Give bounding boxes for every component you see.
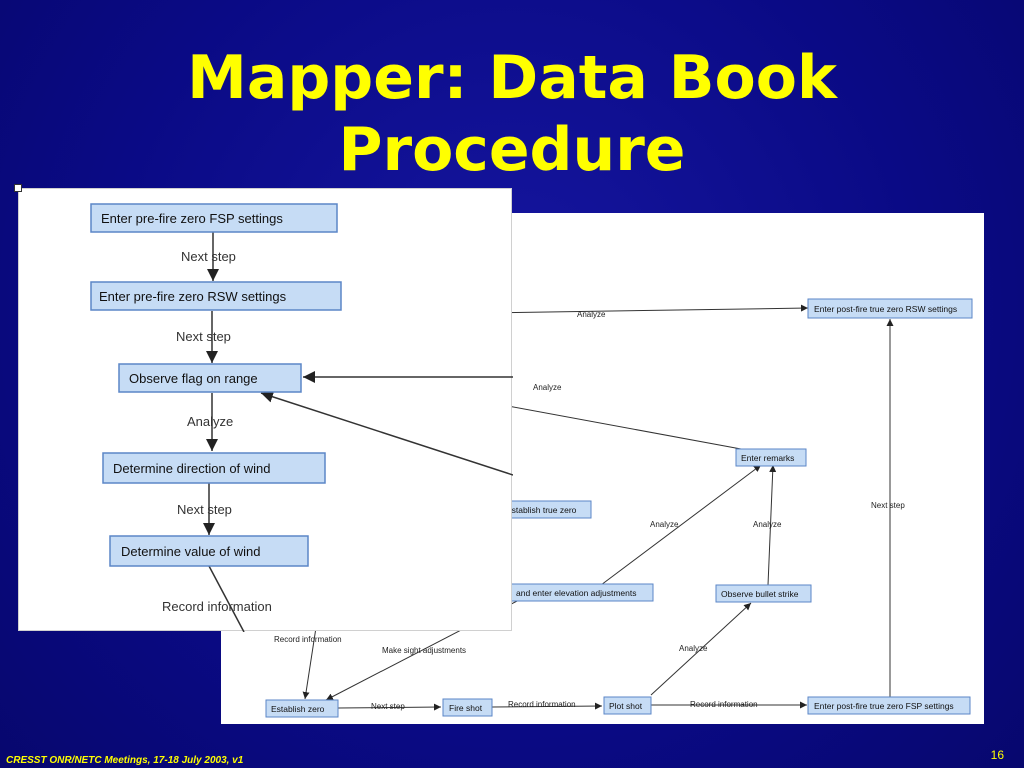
node-label: Determine value of wind xyxy=(121,544,260,559)
selection-handle xyxy=(14,184,22,192)
node-pre-fire-fsp: Enter pre-fire zero FSP settings xyxy=(90,203,338,233)
edge-label-analyze: Analyze xyxy=(577,310,606,319)
node-label: and enter elevation adjustments xyxy=(516,588,637,598)
node-label: Fire shot xyxy=(449,703,483,713)
node-observe-flag: Observe flag on range xyxy=(118,363,302,393)
edge-label-analyze: Analyze xyxy=(650,520,679,529)
edge-zero-to-fire xyxy=(337,703,442,711)
edge-label-analyze: Analyze xyxy=(679,644,708,653)
node-label: Plot shot xyxy=(609,701,643,711)
back-edge-labels: Analyze Analyze Analyze Analyze Next ste… xyxy=(274,310,905,711)
edge-elevation-to-remarks xyxy=(600,464,762,586)
node-label: Enter pre-fire zero FSP settings xyxy=(101,211,283,226)
node-post-fire-rsw: Enter post-fire true zero RSW settings xyxy=(807,298,973,319)
node-label: Determine direction of wind xyxy=(113,461,271,476)
node-post-fire-fsp: Enter post-fire true zero FSP settings xyxy=(807,696,971,715)
node-label: Enter post-fire true zero FSP settings xyxy=(814,701,954,711)
node-elevation-adjustments: and enter elevation adjustments xyxy=(510,583,654,602)
slide-page-number: 16 xyxy=(990,748,1004,762)
front-diagram-panel: Next step Next step Analyze Next step Re… xyxy=(18,188,514,633)
node-label: Establish zero xyxy=(271,704,325,714)
edge-label-analyze: Analyze xyxy=(753,520,782,529)
edge-label-next-step: Next step xyxy=(177,502,232,517)
node-label: Observe flag on range xyxy=(129,371,258,386)
slide-footer: CRESST ONR/NETC Meetings, 17-18 July 200… xyxy=(6,755,244,766)
edge-label-record-information: Record information xyxy=(690,700,758,709)
edge-label-analyze: Analyze xyxy=(533,383,562,392)
edge-plot-to-bullet xyxy=(650,602,752,696)
node-label: Observe bullet strike xyxy=(721,589,799,599)
slide-title: Mapper: Data Book Procedure xyxy=(0,42,1024,186)
node-label: Establish true zero xyxy=(506,505,577,515)
edge-label-next-step: Next step xyxy=(176,329,231,344)
node-pre-fire-rsw: Enter pre-fire zero RSW settings xyxy=(90,281,342,311)
edge-bullet-to-remarks xyxy=(767,464,777,586)
edge-label-make-sight-adjustments: Make sight adjustments xyxy=(382,646,466,655)
edge-label-record-information: Record information xyxy=(508,700,576,709)
edge-into-flag-diagonal xyxy=(260,391,514,476)
edge-label-record-information: Record information xyxy=(162,599,272,614)
node-direction-of-wind: Determine direction of wind xyxy=(102,452,326,484)
edge-label-next-step: Next step xyxy=(181,249,236,264)
slide-title-line-1: Mapper: Data Book xyxy=(187,43,837,113)
edge-label-next-step: Next step xyxy=(871,501,905,510)
edge-fire-to-plot xyxy=(491,702,603,710)
node-label: Enter remarks xyxy=(741,453,794,463)
slide-title-line-2: Procedure xyxy=(338,115,686,185)
node-fire-shot: Fire shot xyxy=(442,698,493,717)
front-edge-labels: Next step Next step Analyze Next step Re… xyxy=(162,249,272,614)
node-observe-bullet-strike: Observe bullet strike xyxy=(715,584,812,603)
edge-label-record-information: Record information xyxy=(274,635,342,644)
front-diagram-svg: Next step Next step Analyze Next step Re… xyxy=(90,203,514,633)
back-nodes: Enter post-fire true zero RSW settings E… xyxy=(265,298,973,718)
node-value-of-wind: Determine value of wind xyxy=(109,535,309,567)
edge-label-analyze: Analyze xyxy=(187,414,233,429)
node-label: Enter post-fire true zero RSW settings xyxy=(814,304,957,314)
node-label: Enter pre-fire zero RSW settings xyxy=(99,289,287,304)
node-establish-true-zero: Establish true zero xyxy=(500,500,592,519)
node-plot-shot: Plot shot xyxy=(603,696,652,715)
node-enter-remarks: Enter remarks xyxy=(735,448,807,467)
edge-label-next-step: Next step xyxy=(371,702,405,711)
edge-record-information xyxy=(208,565,245,633)
node-establish-zero: Establish zero xyxy=(265,699,339,718)
front-nodes: Enter pre-fire zero FSP settings Enter p… xyxy=(90,203,342,567)
